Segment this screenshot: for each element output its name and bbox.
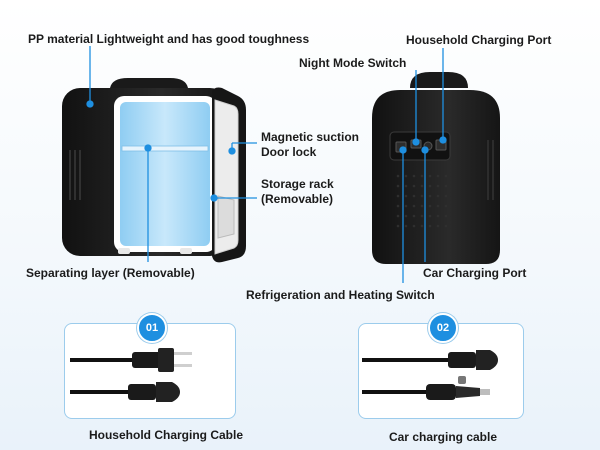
fridge-door xyxy=(212,87,246,263)
household-cable-caption: Household Charging Cable xyxy=(88,428,243,442)
back-fridge xyxy=(372,72,500,264)
front-fridge xyxy=(62,78,228,256)
badge-01: 01 xyxy=(137,313,167,343)
badge-02: 02 xyxy=(428,313,458,343)
label-storage-rack-line1: Storage rack xyxy=(261,177,334,191)
label-pp-material: PP material Lightweight and has good tou… xyxy=(28,32,310,46)
label-refrig-heating: Refrigeration and Heating Switch xyxy=(246,288,435,302)
label-magnetic-suction: Magnetic suction Door lock xyxy=(261,130,359,160)
label-car-port: Car Charging Port xyxy=(423,266,527,280)
car-cable xyxy=(362,350,498,400)
label-storage-rack-note: (Removable) xyxy=(261,192,334,206)
label-household-port: Household Charging Port xyxy=(406,33,552,47)
label-night-mode: Night Mode Switch xyxy=(299,56,407,70)
label-separating-layer: Separating layer (Removable) xyxy=(26,266,195,280)
car-cable-caption: Car charging cable xyxy=(388,430,498,444)
household-cable xyxy=(70,348,192,402)
label-door-lock: Door lock xyxy=(261,145,317,159)
label-magnetic-suction-line1: Magnetic suction xyxy=(261,130,360,144)
leader-lines xyxy=(86,46,447,283)
label-storage-rack: Storage rack (Removable) xyxy=(261,177,334,207)
